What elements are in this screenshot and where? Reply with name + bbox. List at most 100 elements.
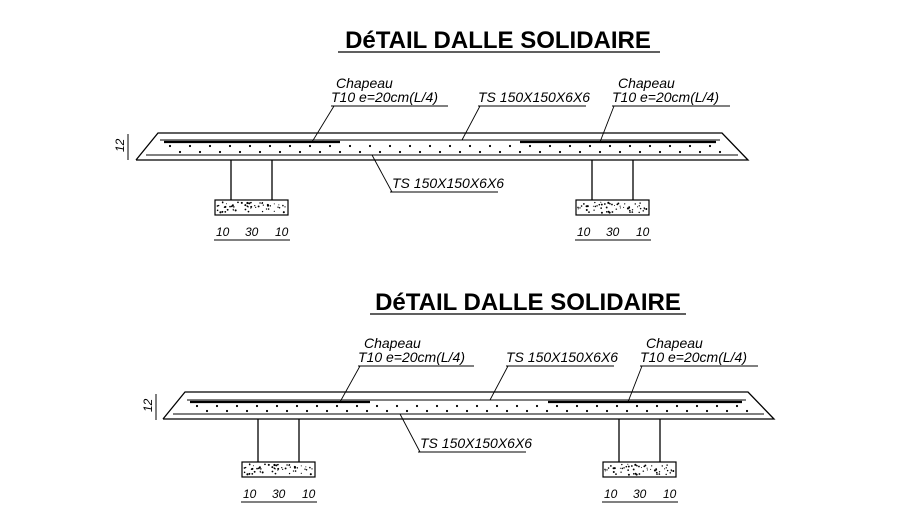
concrete-speck — [600, 211, 603, 214]
concrete-speck — [305, 466, 307, 468]
rebar-dot — [595, 404, 599, 408]
rebar-dot — [178, 150, 182, 154]
detail-2-chapeau-left-leader — [339, 365, 361, 403]
concrete-speck — [577, 208, 579, 210]
rebar-dot — [408, 144, 412, 148]
concrete-speck — [650, 468, 652, 470]
rebar-dot — [435, 404, 439, 408]
concrete-speck — [627, 463, 629, 465]
detail-1-concrete-hatch — [216, 201, 648, 214]
concrete-speck — [273, 467, 276, 469]
detail-2-dim-right-1: 10 — [604, 487, 618, 501]
rebar-dot — [305, 409, 309, 413]
concrete-speck — [623, 206, 625, 208]
concrete-speck — [288, 472, 291, 475]
concrete-speck — [288, 464, 290, 467]
concrete-speck — [619, 207, 621, 209]
rebar-dot — [628, 144, 632, 148]
rebar-dot — [205, 409, 209, 413]
rebar-dot — [528, 144, 532, 148]
concrete-speck — [642, 470, 645, 472]
detail-2-dim-left-2: 30 — [272, 487, 286, 501]
rebar-dot — [508, 144, 512, 148]
detail-1-chapeau-left-spec: T10 e=20cm(L/4) — [331, 89, 438, 105]
rebar-dot — [278, 150, 282, 154]
concrete-speck — [603, 203, 606, 205]
rebar-dot — [418, 150, 422, 154]
rebar-dot — [345, 409, 349, 413]
rebar-dot — [568, 144, 572, 148]
concrete-speck — [255, 206, 257, 208]
concrete-speck — [585, 209, 588, 212]
concrete-speck — [234, 209, 237, 212]
rebar-dot — [405, 409, 409, 413]
concrete-speck — [216, 205, 219, 207]
concrete-speck — [253, 470, 256, 473]
rebar-dot — [265, 409, 269, 413]
concrete-speck — [221, 211, 224, 213]
rebar-dot — [478, 150, 482, 154]
rebar-dot — [415, 404, 419, 408]
concrete-speck — [638, 473, 641, 475]
concrete-speck — [670, 470, 673, 472]
concrete-speck — [637, 206, 639, 208]
concrete-speck — [248, 473, 251, 475]
concrete-speck — [273, 203, 275, 205]
concrete-speck — [666, 464, 668, 466]
concrete-speck — [634, 203, 636, 205]
concrete-speck — [658, 473, 661, 475]
detail-1-slab-outline — [135, 132, 750, 161]
concrete-speck — [615, 208, 618, 210]
concrete-speck — [624, 203, 626, 205]
rebar-dot — [545, 409, 549, 413]
concrete-speck — [273, 463, 276, 467]
concrete-speck — [252, 465, 254, 467]
concrete-speck — [666, 469, 669, 472]
concrete-speck — [265, 208, 268, 210]
concrete-speck — [628, 209, 631, 212]
rebar-dot — [168, 144, 172, 148]
concrete-speck — [611, 211, 614, 213]
rebar-dot — [518, 150, 522, 154]
concrete-speck — [672, 470, 674, 472]
concrete-speck — [619, 467, 621, 469]
detail-1-chapeau-left-name: Chapeau — [336, 75, 393, 91]
concrete-speck — [632, 472, 635, 475]
concrete-speck — [619, 205, 621, 207]
concrete-speck — [665, 467, 667, 469]
concrete-speck — [634, 472, 637, 475]
rebar-dot — [315, 404, 319, 408]
rebar-dot — [555, 404, 559, 408]
rebar-dot — [468, 144, 472, 148]
concrete-speck — [598, 203, 601, 206]
concrete-speck — [249, 464, 251, 466]
concrete-speck — [271, 466, 274, 469]
concrete-speck — [639, 207, 642, 210]
concrete-speck — [605, 206, 608, 209]
detail-2-concrete-hatch — [243, 463, 675, 476]
concrete-speck — [632, 468, 635, 471]
concrete-speck — [630, 465, 633, 467]
rebar-dot — [208, 144, 212, 148]
detail-1: DéTAIL DALLE SOLIDAIRE 12 10 30 10 10 30… — [113, 27, 750, 241]
rebar-dot — [565, 409, 569, 413]
rebar-dot — [458, 150, 462, 154]
concrete-speck — [267, 208, 270, 210]
detail-1-title: DéTAIL DALLE SOLIDAIRE — [345, 27, 651, 54]
rebar-dot — [655, 404, 659, 408]
rebar-dot — [248, 144, 252, 148]
detail-2-chapeau-left-name: Chapeau — [364, 335, 421, 351]
concrete-speck — [225, 203, 227, 205]
rebar-dot — [445, 409, 449, 413]
rebar-dot — [598, 150, 602, 154]
detail-1-mesh-top-label: TS 150X150X6X6 — [478, 89, 590, 105]
concrete-speck — [282, 211, 285, 214]
concrete-speck — [607, 210, 610, 213]
concrete-speck — [638, 205, 640, 207]
rebar-dot — [695, 404, 699, 408]
rebar-dot — [398, 150, 402, 154]
concrete-speck — [278, 207, 281, 209]
rebar-dot — [575, 404, 579, 408]
detail-1-mesh-bottom-label: TS 150X150X6X6 — [392, 175, 504, 191]
rebar-dot — [525, 409, 529, 413]
